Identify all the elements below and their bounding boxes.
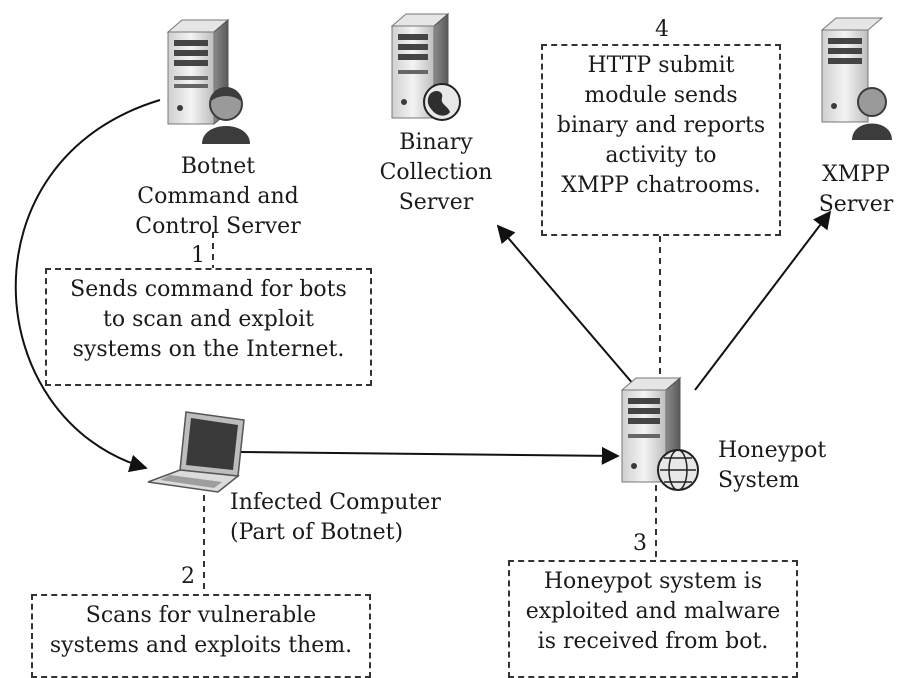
step-text-line: is received from bot. — [537, 629, 769, 654]
step-text-line: exploited and malware — [525, 599, 781, 624]
label-line: Honeypot — [718, 438, 827, 463]
step-number-3: 3 — [633, 531, 647, 556]
step-text-line: module sends — [584, 83, 738, 108]
step-number-4: 4 — [655, 17, 669, 42]
arrow-honeypot-to-binary-collection — [496, 224, 641, 393]
step-box-1: Sends command for bots to scan and explo… — [45, 268, 372, 386]
step-text-line: binary and reports — [556, 113, 766, 138]
arrow-infected-to-honeypot — [239, 446, 620, 465]
label-infected-computer: Infected Computer (Part of Botnet) — [230, 488, 450, 548]
step-text-line: to scan and exploit — [103, 307, 314, 332]
label-honeypot-system: Honeypot System — [718, 436, 838, 496]
step-box-2: Scans for vulnerable systems and exploit… — [31, 594, 371, 678]
label-line: (Part of Botnet) — [230, 520, 404, 545]
step-number-2: 2 — [181, 564, 195, 589]
botnet-cc-server-icon — [166, 18, 250, 144]
globe-icon — [423, 83, 461, 121]
step-text-line: XMPP chatrooms. — [561, 173, 761, 198]
label-line: XMPP — [822, 162, 890, 187]
honeypot-server-icon — [620, 376, 699, 491]
label-line: System — [718, 468, 800, 493]
step-box-4: HTTP submit module sends binary and repo… — [541, 44, 781, 236]
arrow-cc-to-infected — [14, 99, 161, 473]
label-line: Control Server — [135, 214, 301, 239]
label-binary-collection-server: Binary Collection Server — [366, 128, 506, 218]
globe-icon — [657, 449, 699, 491]
label-xmpp-server: XMPP Server — [812, 160, 900, 220]
xmpp-server-icon — [820, 17, 892, 140]
binary-collection-server-icon — [390, 12, 461, 121]
step-text-line: systems on the Internet. — [72, 337, 345, 362]
label-line: Server — [398, 190, 474, 215]
label-line: Server — [818, 192, 894, 217]
step-text-line: Scans for vulnerable — [85, 603, 317, 628]
label-line: Binary — [399, 130, 473, 155]
label-line: Command and — [137, 184, 299, 209]
label-line: Botnet — [180, 154, 256, 179]
label-line: Collection — [379, 160, 493, 185]
label-line: Infected Computer — [230, 490, 441, 515]
user-icon — [202, 87, 250, 144]
step-text-line: activity to — [605, 143, 717, 168]
arrow-honeypot-to-xmpp — [694, 210, 832, 391]
label-botnet-cc-server: Botnet Command and Control Server — [118, 152, 318, 242]
step-text-line: HTTP submit — [587, 53, 735, 78]
step-number-1: 1 — [191, 243, 205, 268]
laptop-icon — [147, 411, 245, 493]
step-text-line: Sends command for bots — [70, 277, 347, 302]
step-text-line: systems and exploits them. — [49, 633, 353, 658]
connectors — [14, 99, 832, 594]
step-box-3: Honeypot system is exploited and malware… — [508, 560, 798, 678]
step-text-line: Honeypot system is — [543, 569, 763, 594]
